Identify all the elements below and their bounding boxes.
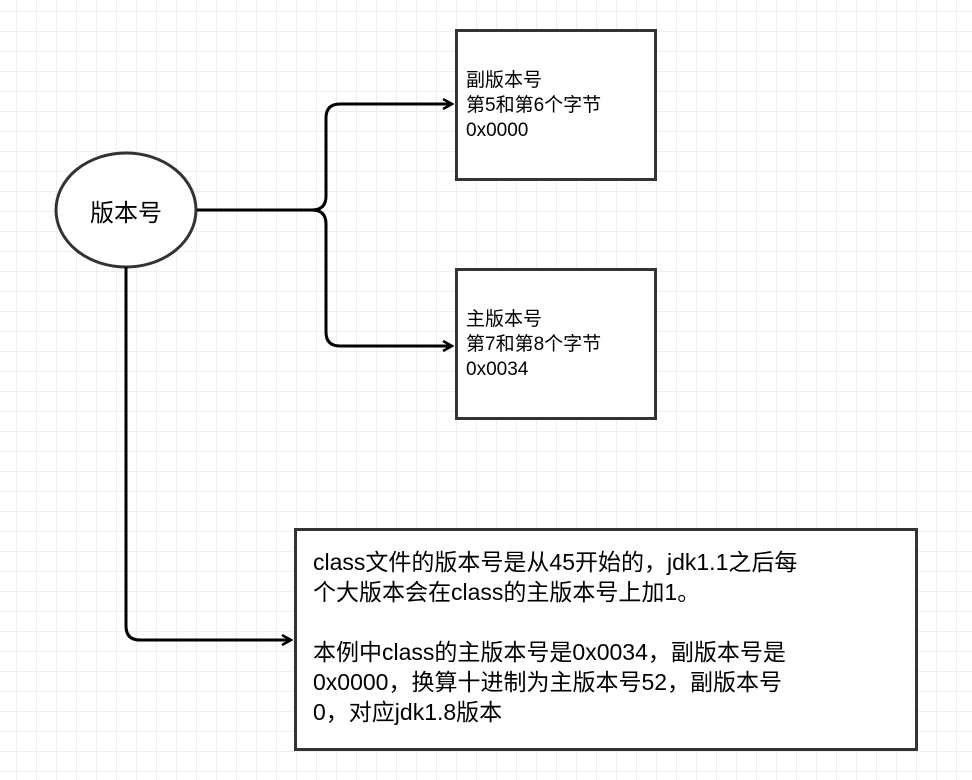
note-paragraph-1: class文件的版本号是从45开始的，jdk1.1之后每 个大版本会在class… [313,547,797,607]
minor-version-box[interactable]: 副版本号 第5和第6个字节 0x0000 [455,29,657,181]
root-node-label: 版本号 [90,199,162,227]
major-version-bytes: 第7和第8个字节 [466,333,602,355]
note-line: 0x0000，换算十进制为主版本号52，副版本号 [313,669,783,695]
edge-root-to-minor [197,104,452,212]
note-line: 0，对应jdk1.8版本 [313,699,503,725]
root-node[interactable]: 版本号 [55,152,197,268]
note-line: 个大版本会在class的主版本号上加1。 [313,579,701,605]
edge-root-to-note [124,267,291,640]
minor-version-title: 副版本号 [466,69,543,91]
edge-root-to-major [311,208,452,346]
note-paragraph-2: 本例中class的主版本号是0x0034，副版本号是 0x0000，换算十进制为… [313,637,797,727]
minor-version-value: 0x0000 [466,119,529,141]
note-line: 本例中class的主版本号是0x0034，副版本号是 [313,639,786,665]
major-version-box[interactable]: 主版本号 第7和第8个字节 0x0034 [455,268,657,420]
note-line: class文件的版本号是从45开始的，jdk1.1之后每 [313,549,798,575]
paragraph-gap [313,607,797,637]
minor-version-bytes: 第5和第6个字节 [466,94,602,116]
major-version-value: 0x0034 [466,358,529,380]
major-version-title: 主版本号 [466,308,543,330]
note-box[interactable]: class文件的版本号是从45开始的，jdk1.1之后每 个大版本会在class… [294,528,918,751]
